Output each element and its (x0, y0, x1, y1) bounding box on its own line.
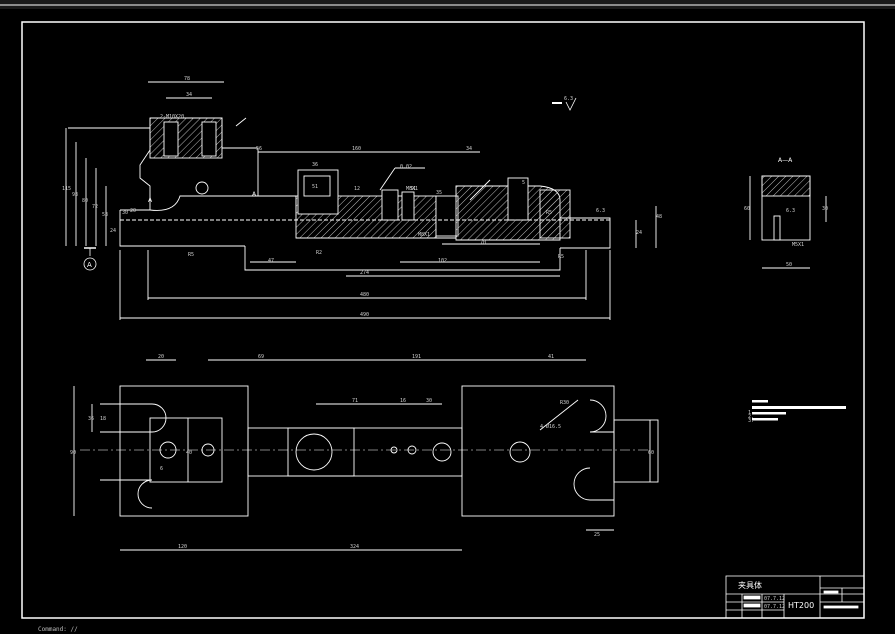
view-arrow-label-2: A (252, 191, 257, 198)
dim-text: 72 (92, 204, 98, 210)
dim-text: M5X1 (792, 242, 804, 248)
dim-text: R2 (316, 250, 322, 256)
dim-text: 6.3 (786, 208, 795, 214)
dim-text: 12 (354, 186, 360, 192)
date-cell: 07.7.12 (764, 596, 785, 602)
front-view (65, 81, 657, 320)
dim-text: 34 (186, 92, 192, 98)
technical-requirements: 1. 2. 3. (748, 400, 846, 424)
dim-text: 24 (110, 228, 116, 234)
section-title: A—A (778, 157, 793, 164)
plan-view-dimensions: 20 69 191 41 71 16 30 90 36 18 40 6 R30 … (70, 354, 654, 550)
dim-text: 20 (158, 354, 164, 360)
dim-text: 115 (62, 186, 71, 192)
datum-label: A (87, 261, 92, 269)
dim-text: 120 (178, 544, 187, 550)
dim-text: 47 (268, 258, 274, 264)
dim-text: 36 (312, 162, 318, 168)
section-dimensions: 60 30 M5X1 50 6.3 (744, 206, 828, 268)
dim-text: 53 (102, 212, 108, 218)
dim-text: 90 (70, 450, 76, 456)
view-arrow-label-1: A (148, 197, 153, 204)
section-view (749, 175, 827, 269)
tech-req-item: 2. (748, 414, 754, 420)
date-cell: 07.7.12 (764, 604, 785, 610)
dim-text: 34 (466, 146, 472, 152)
plan-view (73, 359, 659, 551)
dim-text: 2-M10X20 (160, 114, 184, 120)
dim-text: 480 (360, 292, 369, 298)
dim-text: M8X1 (418, 232, 430, 238)
dim-text: 60 (648, 450, 654, 456)
dim-text: 69 (258, 354, 264, 360)
dim-text: 25 (594, 532, 600, 538)
title-block (725, 575, 865, 619)
material-label: HT200 (788, 601, 814, 610)
dim-text: 102 (438, 258, 447, 264)
dim-text: 51 (410, 186, 416, 192)
part-name: 夹具体 (738, 580, 762, 590)
dim-text: 71 (352, 398, 358, 404)
dim-text: 16 (400, 398, 406, 404)
dim-text: 274 (360, 270, 369, 276)
dim-text: R5 (558, 254, 564, 260)
dim-text: 51 (312, 184, 318, 190)
command-line-text: Command: // (38, 626, 78, 633)
dim-text: R30 (560, 400, 569, 406)
dim-text: 18 (100, 416, 106, 422)
dim-text: 324 (350, 544, 359, 550)
dim-text: 60 (744, 206, 750, 212)
dim-text: 30 (122, 210, 128, 216)
dim-text: 160 (352, 146, 361, 152)
dim-text: 80 (82, 198, 88, 204)
dim-text: 4-Ø16.5 (540, 423, 561, 430)
dim-text: 41 (548, 354, 554, 360)
dim-text: 48 (656, 214, 662, 220)
dim-text: 50 (786, 262, 792, 268)
dim-text: 40 (186, 450, 192, 456)
dim-text: 30 (822, 206, 828, 212)
roughness-symbol: 6.3 (552, 96, 577, 111)
front-view-dimensions: 78 34 2-M10X20 56 160 34 36 51 12 51 5 0… (62, 76, 662, 318)
dim-text: 93 (72, 192, 78, 198)
dim-text: 6 (160, 466, 163, 472)
dim-text: 20 (130, 208, 136, 214)
dim-text: 191 (412, 354, 421, 360)
datum-symbol: A (83, 247, 97, 271)
dim-text: R5 (546, 210, 552, 216)
dim-text: 56 (256, 146, 262, 152)
dim-text: 490 (360, 312, 369, 318)
tech-req-item: 3. (748, 418, 754, 424)
dim-text: 24 (636, 230, 642, 236)
tech-req-item: 1. (748, 410, 754, 416)
dim-text: 5 (522, 180, 525, 186)
dim-text: M8X1 (406, 186, 418, 192)
dim-text: 36 (88, 416, 94, 422)
dim-text: R5 (188, 252, 194, 258)
dim-text: 35 (436, 190, 442, 196)
dim-text: 0.02 (400, 164, 412, 170)
drawing-border (21, 21, 865, 619)
roughness-note: 6.3 (564, 96, 573, 102)
dim-text: 6.3 (596, 208, 605, 214)
dim-text: 78 (184, 76, 190, 82)
dim-text: 30 (426, 398, 432, 404)
dim-text: 70 (480, 240, 486, 246)
